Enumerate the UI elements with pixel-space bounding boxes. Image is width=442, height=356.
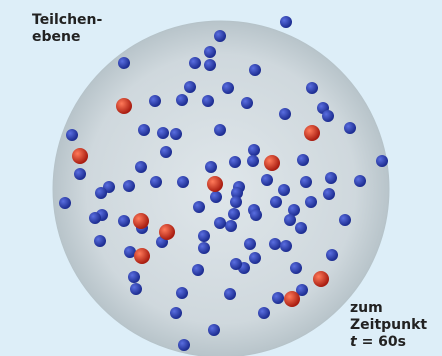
blue-particle	[118, 215, 130, 227]
blue-particle	[290, 262, 302, 274]
blue-particle	[247, 155, 259, 167]
blue-particle	[95, 187, 107, 199]
blue-particle	[204, 59, 216, 71]
blue-particle	[193, 201, 205, 213]
blue-particle	[306, 82, 318, 94]
plane-label-line1: Teilchen-	[32, 12, 102, 29]
blue-particle	[248, 144, 260, 156]
blue-particle	[305, 196, 317, 208]
blue-particle	[230, 196, 242, 208]
blue-particle	[228, 208, 240, 220]
blue-particle	[249, 252, 261, 264]
red-particle	[264, 155, 280, 171]
red-particle	[72, 148, 88, 164]
red-particle	[284, 291, 300, 307]
blue-particle	[178, 339, 190, 351]
blue-particle	[94, 235, 106, 247]
blue-particle	[284, 214, 296, 226]
blue-particle	[261, 174, 273, 186]
blue-particle	[189, 57, 201, 69]
blue-particle	[176, 287, 188, 299]
blue-particle	[323, 188, 335, 200]
blue-particle	[258, 307, 270, 319]
blue-particle	[150, 176, 162, 188]
blue-particle	[177, 176, 189, 188]
red-particle	[313, 271, 329, 287]
blue-particle	[66, 129, 78, 141]
time-label-line3: t = 60s	[350, 334, 427, 351]
blue-particle	[130, 283, 142, 295]
time-label-line2: Zeitpunkt	[350, 317, 427, 334]
blue-particle	[160, 146, 172, 158]
blue-particle	[280, 16, 292, 28]
blue-particle	[198, 242, 210, 254]
plane-label: Teilchen- ebene	[32, 12, 102, 46]
blue-particle	[118, 57, 130, 69]
blue-particle	[198, 230, 210, 242]
blue-particle	[89, 212, 101, 224]
blue-particle	[244, 238, 256, 250]
blue-particle	[184, 81, 196, 93]
blue-particle	[170, 307, 182, 319]
blue-particle	[272, 292, 284, 304]
blue-particle	[339, 214, 351, 226]
blue-particle	[300, 176, 312, 188]
blue-particle	[269, 238, 281, 250]
blue-particle	[295, 222, 307, 234]
blue-particle	[135, 161, 147, 173]
time-label: zum Zeitpunkt t = 60s	[350, 300, 427, 351]
blue-particle	[325, 172, 337, 184]
blue-particle	[138, 124, 150, 136]
blue-particle	[297, 154, 309, 166]
blue-particle	[123, 180, 135, 192]
blue-particle	[205, 161, 217, 173]
blue-particle	[149, 95, 161, 107]
blue-particle	[354, 175, 366, 187]
blue-particle	[170, 128, 182, 140]
blue-particle	[214, 217, 226, 229]
blue-particle	[279, 108, 291, 120]
time-label-line1: zum	[350, 300, 427, 317]
blue-particle	[278, 184, 290, 196]
blue-particle	[344, 122, 356, 134]
blue-particle	[157, 127, 169, 139]
red-particle	[133, 213, 149, 229]
red-particle	[207, 176, 223, 192]
blue-particle	[222, 82, 234, 94]
blue-particle	[214, 124, 226, 136]
blue-particle	[214, 30, 226, 42]
red-particle	[116, 98, 132, 114]
blue-particle	[241, 97, 253, 109]
blue-particle	[208, 324, 220, 336]
time-variable: t	[350, 334, 357, 350]
blue-particle	[202, 95, 214, 107]
blue-particle	[192, 264, 204, 276]
blue-particle	[59, 197, 71, 209]
red-particle	[134, 248, 150, 264]
blue-particle	[229, 156, 241, 168]
blue-particle	[249, 64, 261, 76]
red-particle	[304, 125, 320, 141]
blue-particle	[204, 46, 216, 58]
blue-particle	[376, 155, 388, 167]
blue-particle	[224, 288, 236, 300]
time-value: = 60s	[357, 334, 406, 350]
blue-particle	[322, 110, 334, 122]
blue-particle	[230, 258, 242, 270]
blue-particle	[210, 191, 222, 203]
blue-particle	[74, 168, 86, 180]
blue-particle	[225, 220, 237, 232]
blue-particle	[280, 240, 292, 252]
plane-label-line2: ebene	[32, 29, 102, 46]
blue-particle	[128, 271, 140, 283]
blue-particle	[176, 94, 188, 106]
blue-particle	[250, 209, 262, 221]
blue-particle	[270, 196, 282, 208]
red-particle	[159, 224, 175, 240]
blue-particle	[326, 249, 338, 261]
